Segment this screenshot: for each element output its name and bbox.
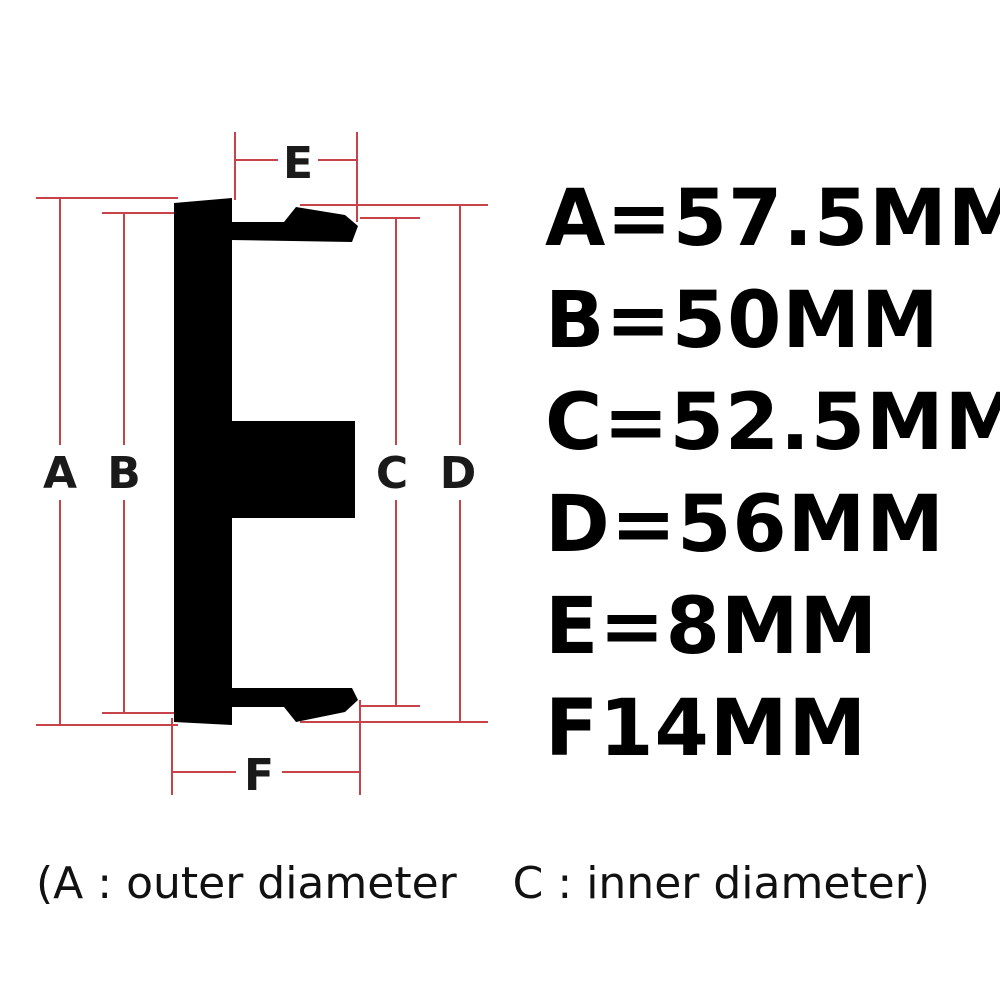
spec-f: F14MM	[545, 684, 868, 774]
dim-label-c: C	[376, 448, 408, 499]
cap-bottom-clip	[230, 688, 358, 722]
spec-c: C=52.5MM	[545, 378, 1000, 468]
spec-d: D=56MM	[545, 480, 945, 570]
dimension-lines	[36, 132, 488, 795]
dim-label-d: D	[440, 448, 477, 499]
cap-flange	[174, 198, 232, 725]
spec-b: B=50MM	[545, 276, 940, 366]
dim-label-b: B	[107, 448, 141, 499]
dim-label-a: A	[43, 448, 77, 499]
spec-a: A=57.5MM	[545, 174, 1000, 264]
dim-label-e: E	[283, 138, 313, 189]
dim-label-f: F	[244, 750, 274, 801]
cap-profile	[174, 198, 358, 725]
spec-e: E=8MM	[545, 582, 879, 672]
spec-list: A=57.5MM B=50MM C=52.5MM D=56MM E=8MM F1…	[545, 168, 1000, 780]
diameter-caption: (A : outer diameter C : inner diameter)	[36, 858, 930, 909]
cap-center-boss	[230, 421, 355, 518]
cap-top-clip	[230, 207, 358, 242]
